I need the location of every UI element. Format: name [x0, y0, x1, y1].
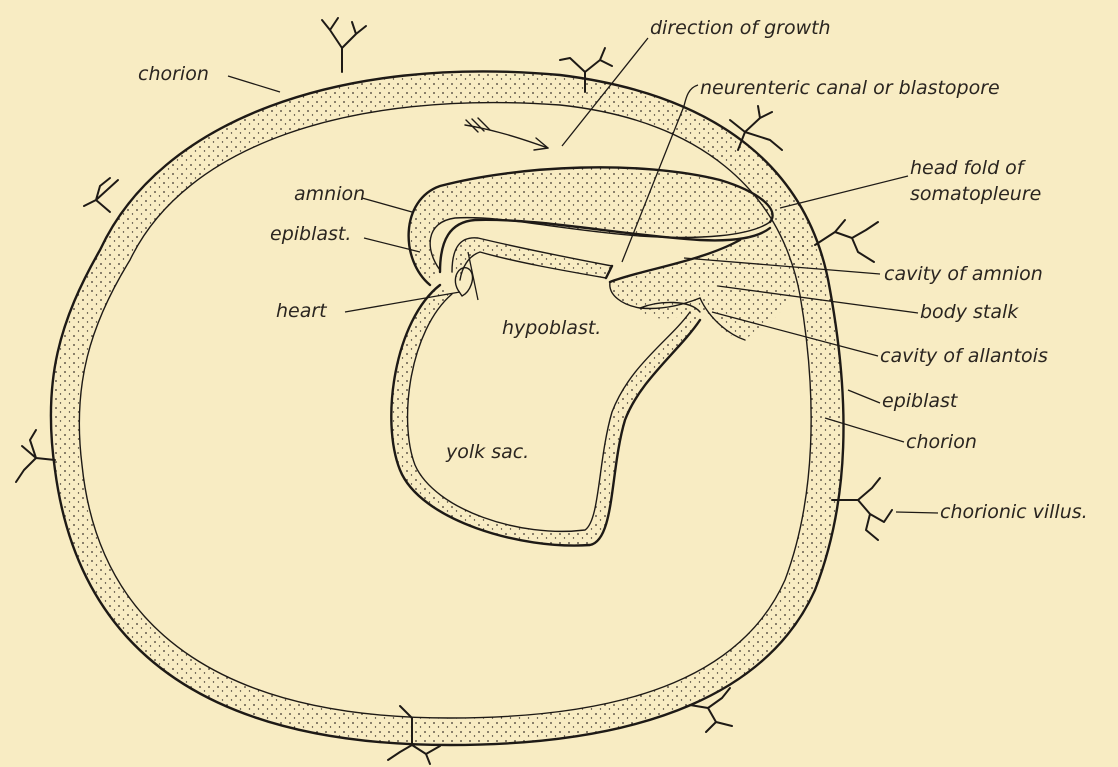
label-epiblast-right: epiblast	[882, 390, 959, 412]
label-cavity-of-amnion: cavity of amnion	[884, 263, 1043, 285]
label-epiblast-left: epiblast.	[270, 223, 351, 245]
label-body-stalk: body stalk	[920, 301, 1019, 323]
label-cavity-of-allantois: cavity of allantois	[880, 345, 1048, 367]
villus	[84, 178, 118, 212]
label-chorion-top: chorion	[138, 63, 209, 85]
label-head-fold-line1: head fold of	[910, 157, 1027, 179]
label-heart: heart	[276, 300, 328, 322]
villus	[815, 220, 878, 262]
label-yolk-sac: yolk sac.	[445, 441, 529, 463]
label-head-fold-line2: somatopleure	[910, 183, 1041, 205]
label-neurenteric-canal: neurenteric canal or blastopore	[700, 77, 1000, 99]
body-stalk	[610, 231, 810, 340]
chorion-ring	[51, 71, 844, 745]
label-hypoblast: hypoblast.	[502, 317, 601, 339]
label-chorion-right: chorion	[906, 431, 977, 453]
growth-arrow	[465, 118, 548, 150]
label-chorionic-villus: chorionic villus.	[940, 501, 1088, 523]
label-amnion: amnion	[294, 183, 365, 205]
label-direction-of-growth: direction of growth	[650, 17, 831, 39]
villus	[322, 18, 366, 72]
villus	[16, 430, 55, 482]
